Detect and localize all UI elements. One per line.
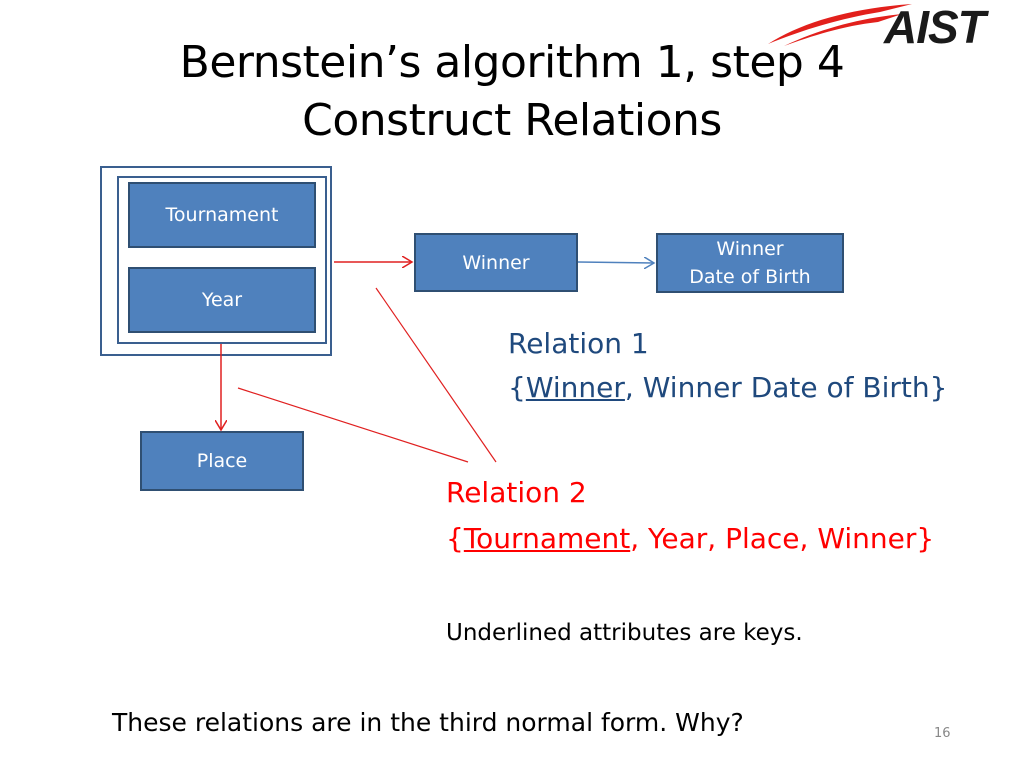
slide-title: Bernstein’s algorithm 1, step 4 Construc… [80,34,944,150]
year-label: Year [201,289,243,311]
aist-logo-text: AIST [884,1,986,53]
relation2-connector-a [375,287,497,463]
relation2-heading: Relation 2 [446,476,587,509]
aist-logo-swoosh-icon [768,4,912,46]
relation1-rest: , Winner Date of Birth} [624,371,948,404]
winner-box: Winner [414,233,578,292]
tournament-label: Tournament [165,204,279,226]
winner-date-of-birth-box: Winner Date of Birth [656,233,844,293]
relation2-key: Tournament [463,522,631,555]
place-box: Place [140,431,304,491]
relation2-rest: , Year, Place, Winner} [630,522,935,555]
tournament-box: Tournament [128,182,316,248]
relation1-key: Winner [525,371,625,404]
winner-label: Winner [462,251,530,274]
slide-title-line1: Bernstein’s algorithm 1, step 4 [179,37,845,88]
relation1-open-brace: { [508,371,526,404]
relation1-attributes: {Winner, Winner Date of Birth} [508,366,947,410]
footer-question: These relations are in the third normal … [112,708,744,737]
relation1-block: Relation 1 {Winner, Winner Date of Birth… [508,322,947,410]
relation2-attributes: {Tournament, Year, Place, Winner} [446,516,934,562]
winner-dob-line1: Winner [716,238,784,260]
keys-note: Underlined attributes are keys. [446,620,803,646]
relation1-heading: Relation 1 [508,327,649,360]
relation2-block: Relation 2 {Tournament, Year, Place, Win… [446,470,934,562]
slide-title-line2: Construct Relations [302,95,722,146]
year-box: Year [128,267,316,333]
winner-dob-line2: Date of Birth [689,266,811,288]
arrow-winner-to-dob [577,262,654,263]
place-label: Place [196,450,248,472]
page-number: 16 [934,726,951,741]
relation2-open-brace: { [446,522,464,555]
